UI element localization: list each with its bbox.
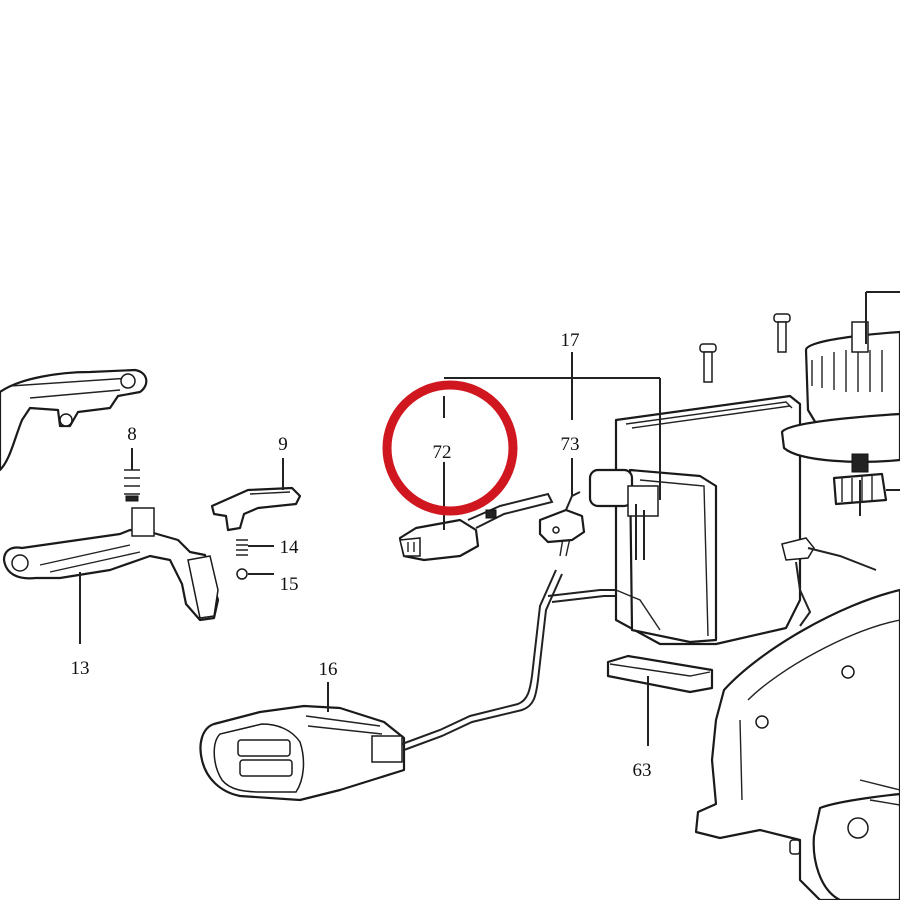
small-connector (781, 537, 877, 627)
part-63-pad (606, 654, 714, 694)
label-15: 15 (280, 574, 299, 595)
main-housing (694, 588, 900, 900)
label-8: 8 (127, 424, 137, 445)
part-9-latch (210, 486, 302, 532)
part-17-module (588, 394, 802, 646)
part-15-ball (236, 568, 248, 580)
part-72-switch (398, 492, 554, 562)
part-14-spring (236, 539, 248, 556)
leader-lines (79, 291, 900, 746)
label-13: 13 (71, 658, 90, 679)
motor-assembly (780, 321, 900, 506)
label-16: 16 (319, 659, 338, 680)
label-17: 17 (561, 330, 580, 351)
label-14: 14 (280, 537, 300, 558)
label-72: 72 (433, 442, 452, 463)
label-73: 73 (561, 434, 580, 455)
highlight-circle (382, 380, 518, 516)
part-labels: 8 9 14 15 13 16 17 72 73 63 (71, 330, 652, 781)
label-63: 63 (633, 760, 652, 781)
part-73-microswitch (538, 491, 586, 544)
part-13-lever-assembly (0, 368, 220, 622)
label-9: 9 (278, 434, 288, 455)
part-16-connector (199, 704, 406, 802)
